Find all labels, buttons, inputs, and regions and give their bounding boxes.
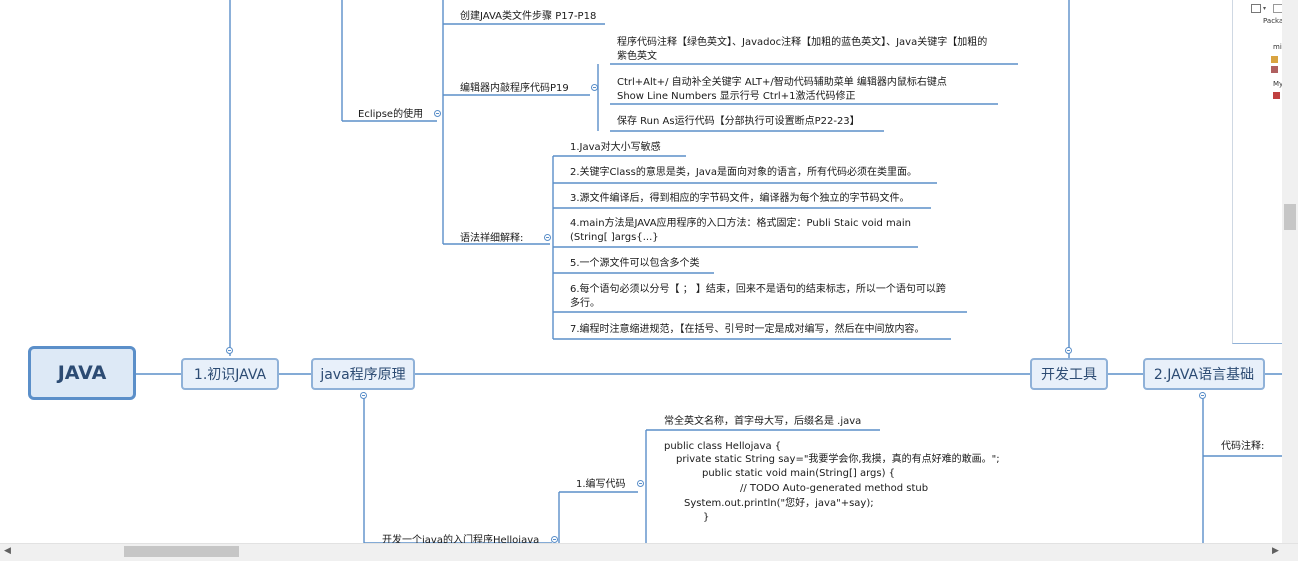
tree-icon [1271, 66, 1278, 73]
syntax-item-4-line1[interactable]: 4.main方法是JAVA应用程序的入口方法：格式固定：Publi Staic … [570, 218, 911, 229]
editor-code-topic[interactable]: 编辑器内敲程序代码P19 [460, 83, 569, 94]
code-comment-topic[interactable]: 代码注释: [1221, 441, 1265, 452]
code-line-4: // TODO Auto-generated method stub [740, 483, 929, 494]
collapse-toggle-icon[interactable] [551, 536, 558, 543]
horizontal-scrollbar[interactable] [0, 543, 1298, 561]
create-class-topic[interactable]: 创建JAVA类文件步骤 P17-P18 [460, 11, 597, 22]
code-line-3: public static void main(String[] args) { [702, 468, 896, 479]
tree-item-label: My [1273, 80, 1284, 88]
syntax-item-3[interactable]: 3.源文件编译后，得到相应的字节码文件，编译器为每个独立的字节码文件。 [570, 193, 910, 204]
syntax-item-5[interactable]: 5.一个源文件可以包含多个类 [570, 258, 700, 269]
editor-item-save-run[interactable]: 保存 Run As运行代码【分部执行可设置断点P22-23】 [617, 116, 860, 127]
code-line-6: } [703, 512, 710, 523]
mindmap-canvas[interactable]: Eclipse的使用 创建JAVA类文件步骤 P17-P18 编辑器内敲程序代码… [0, 0, 1298, 543]
package-explorer-label: Packa [1263, 17, 1284, 25]
tree-icon [1271, 56, 1278, 63]
syntax-detail-topic[interactable]: 语法祥细解释: [460, 233, 524, 244]
syntax-item-6-line1[interactable]: 6.每个语句必须以分号【 ； 】结束，回来不是语句的结束标志，所以一个语句可以跨 [570, 284, 946, 295]
vertical-scrollbar-thumb[interactable] [1284, 204, 1296, 230]
vertical-scrollbar[interactable] [1282, 0, 1298, 543]
tree-item-label: mi [1273, 43, 1282, 51]
tree-icon [1273, 92, 1280, 99]
editor-item-shortcuts-line2[interactable]: Show Line Numbers 显示行号 Ctrl+1激活代码修正 [617, 91, 856, 102]
main-node-intro-java[interactable]: 1.初识JAVA [181, 358, 279, 390]
naming-rule-topic[interactable]: 常全英文名称，首字母大写，后缀名是 .java [664, 416, 862, 427]
main-node-language-basics[interactable]: 2.JAVA语言基础 [1143, 358, 1265, 390]
syntax-item-6-line2[interactable]: 多行。 [570, 298, 600, 309]
code-line-2: private static String say="我要学会你,我摸，真的有点… [676, 454, 1000, 465]
dropdown-icon: ▾ [1263, 5, 1267, 12]
collapse-toggle-icon[interactable] [1199, 392, 1206, 399]
syntax-item-7[interactable]: 7.编程时注意缩进规范，【在括号、引号时一定是成对编写，然后在中间放内容。 [570, 324, 925, 335]
collapse-toggle-icon[interactable] [360, 392, 367, 399]
collapse-toggle-icon[interactable] [637, 480, 644, 487]
hello-java-topic[interactable]: 开发一个java的入门程序Hellojava [382, 535, 540, 543]
write-code-topic[interactable]: 1.编写代码 [576, 479, 626, 490]
collapse-toggle-icon[interactable] [226, 347, 233, 354]
eclipse-usage-topic[interactable]: Eclipse的使用 [358, 109, 424, 120]
syntax-item-2[interactable]: 2.关键字Class的意思是类，Java是面向对象的语言，所有代码必须在类里面。 [570, 167, 917, 178]
main-node-dev-tools[interactable]: 开发工具 [1030, 358, 1108, 390]
collapse-toggle-icon[interactable] [544, 234, 551, 241]
scroll-left-arrow-icon[interactable]: ◀ [4, 546, 11, 556]
toolbar-icon [1251, 4, 1261, 13]
editor-item-comments-line2[interactable]: 紫色英文 [617, 51, 657, 62]
editor-item-shortcuts-line1[interactable]: Ctrl+Alt+/ 自动补全关键字 ALT+/智动代码辅助菜单 编辑器内鼠标右… [617, 77, 947, 88]
syntax-item-4-line2[interactable]: (String[ ]args{...} [570, 232, 659, 243]
main-node-program-principle[interactable]: java程序原理 [311, 358, 415, 390]
code-line-5: System.out.println("您好，java"+say); [684, 498, 874, 509]
syntax-item-1[interactable]: 1.Java对大小写敏感 [570, 142, 661, 153]
collapse-toggle-icon[interactable] [591, 84, 598, 91]
horizontal-scrollbar-thumb[interactable] [124, 546, 239, 557]
root-node-java[interactable]: JAVA [28, 346, 136, 400]
collapse-toggle-icon[interactable] [434, 110, 441, 117]
collapse-toggle-icon[interactable] [1065, 347, 1072, 354]
code-line-1: public class Hellojava { [664, 441, 782, 452]
connector-lines [136, 0, 1282, 543]
editor-item-comments-line1[interactable]: 程序代码注释【绿色英文】、Javadoc注释【加粗的蓝色英文】、Java关键字【… [617, 37, 988, 48]
scroll-right-arrow-icon[interactable]: ▶ [1272, 546, 1279, 556]
